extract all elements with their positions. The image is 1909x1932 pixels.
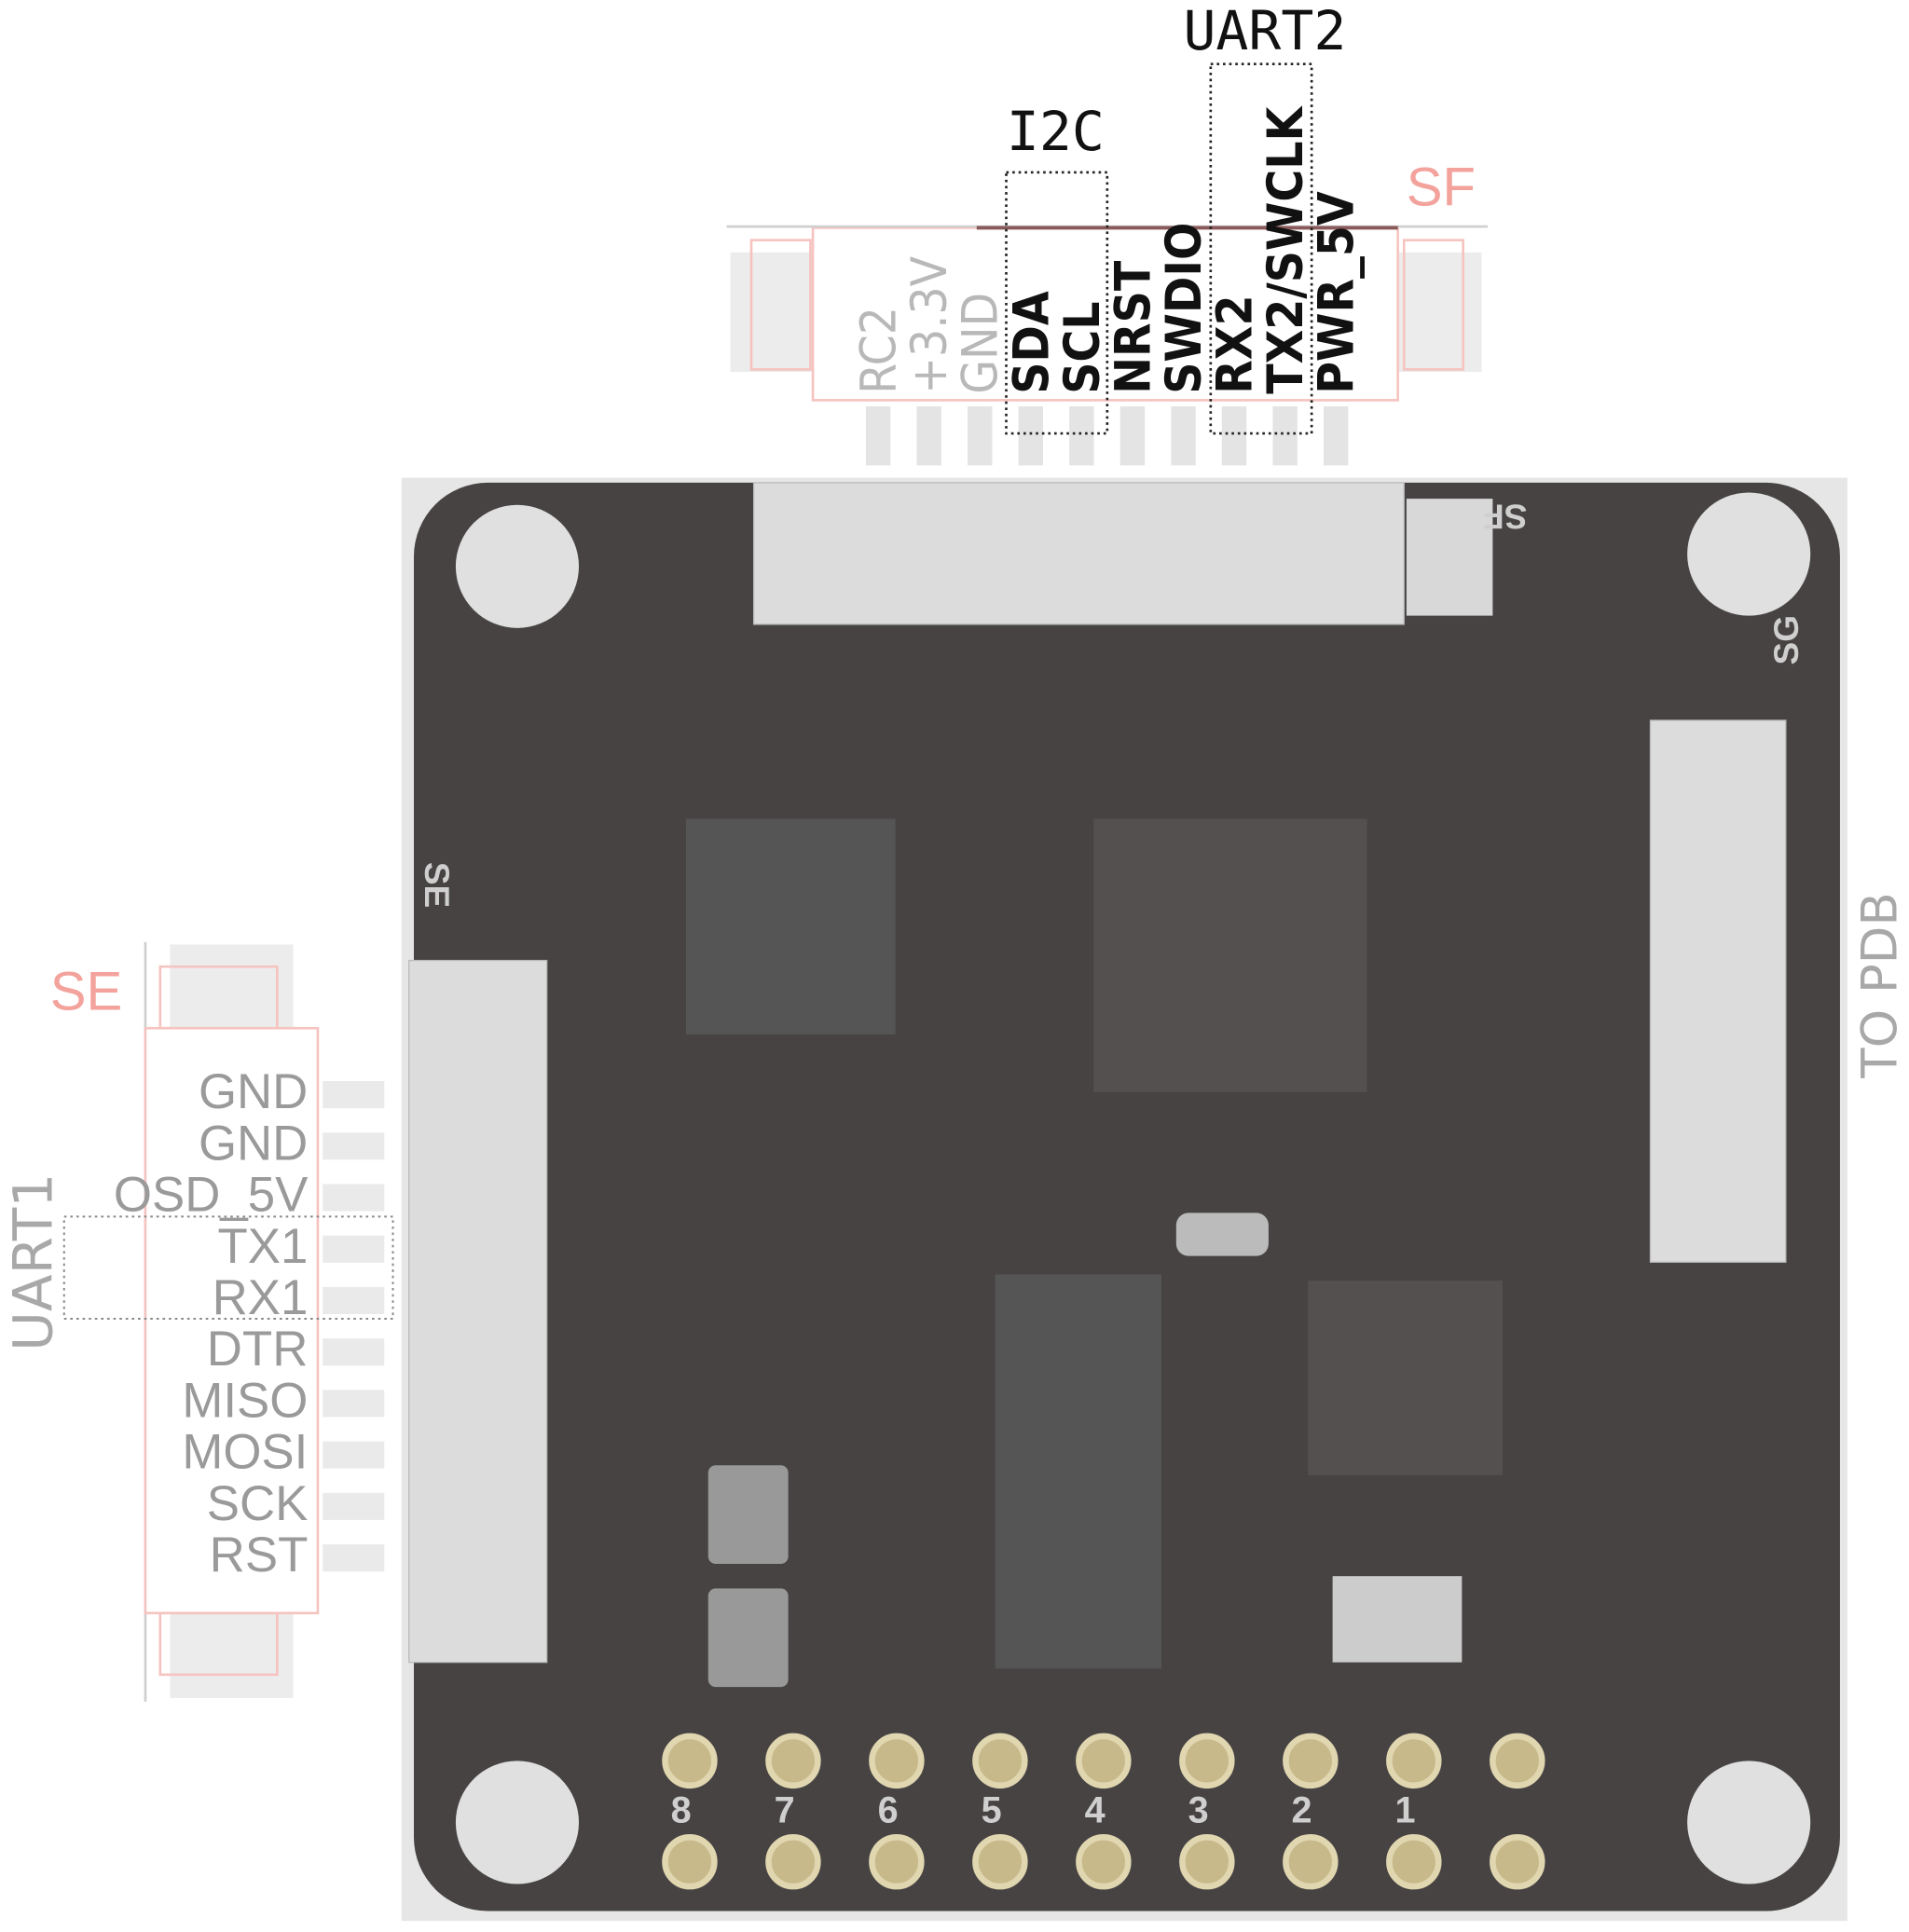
- crystal-small: [1175, 1213, 1269, 1256]
- flight-controller-board: 8 7 6 5 4 3 2 1 SF SG SE: [401, 477, 1847, 1922]
- osd-chip: [1308, 1281, 1503, 1475]
- pad-number: 8: [671, 1789, 692, 1830]
- pad-number: 7: [775, 1789, 795, 1830]
- top-pin-label: TX2/SWCLK: [1257, 104, 1314, 393]
- top-pin-label: +3.3V: [901, 255, 958, 393]
- left-pin-label: RST: [210, 1528, 309, 1583]
- left-pin-label: OSD_5V: [114, 1168, 308, 1223]
- solder-pad: [1179, 1733, 1235, 1789]
- mount-hole: [1687, 1761, 1811, 1884]
- solder-pad: [1076, 1733, 1132, 1789]
- silk-se: SE: [418, 862, 456, 908]
- top-pin-label: SDA: [1003, 291, 1060, 394]
- pad-number: 1: [1395, 1789, 1416, 1830]
- capacitor: [707, 1465, 789, 1564]
- top-pin-labels: RC2+3.3VGNDSDASCLNRSTSWDIORX2TX2/SWCLKPW…: [851, 104, 1366, 393]
- memory-chip: [995, 1274, 1161, 1669]
- mount-hole: [1687, 492, 1811, 616]
- top-pin-label: SWDIO: [1156, 223, 1213, 394]
- solder-pad: [765, 1733, 821, 1789]
- solder-pad: [662, 1833, 718, 1890]
- left-pin-label: TX1: [217, 1219, 308, 1274]
- solder-pad: [1490, 1833, 1545, 1890]
- solder-pad: [1386, 1833, 1442, 1890]
- se-connector-label: SE: [50, 961, 123, 1021]
- top-connector-graphic: [726, 225, 1489, 466]
- uart2-group-box: [1209, 62, 1313, 435]
- pad-number: 2: [1292, 1789, 1312, 1830]
- solder-pad: [1179, 1833, 1235, 1890]
- to-pdb-label: TO PDB: [1852, 892, 1909, 1078]
- left-pin-label: RX1: [213, 1270, 309, 1325]
- pad-number: 3: [1188, 1789, 1209, 1830]
- left-pin-label: DTR: [207, 1322, 309, 1377]
- mcu-chip: [1093, 818, 1367, 1092]
- top-pin-label: GND: [953, 293, 1009, 394]
- pad-number: 6: [878, 1789, 899, 1830]
- solder-pad: [1283, 1833, 1339, 1890]
- capacitor: [707, 1588, 789, 1688]
- cp2102-chip: [685, 818, 896, 1035]
- mount-hole: [455, 1761, 580, 1884]
- left-pin-label: MISO: [182, 1373, 308, 1428]
- left-pin-label: SCK: [207, 1476, 309, 1531]
- solder-pad: [869, 1733, 925, 1789]
- i2c-label: I2C: [1007, 100, 1105, 163]
- uart2-label: UART2: [1183, 0, 1346, 62]
- top-pin-label: RX2: [1207, 295, 1264, 393]
- solder-pad: [1386, 1733, 1442, 1789]
- solder-pad: [972, 1733, 1028, 1789]
- uart1-label: UART1: [2, 1173, 65, 1351]
- pad-number: 4: [1085, 1789, 1106, 1830]
- pad-number: 5: [982, 1789, 1002, 1830]
- solder-pad: [1490, 1733, 1545, 1789]
- mount-hole: [455, 504, 580, 628]
- silk-sg: SG: [1767, 615, 1806, 665]
- solder-pad: [869, 1833, 925, 1890]
- top-pin-label: PWR_5V: [1309, 191, 1366, 394]
- crystal: [1332, 1576, 1463, 1663]
- top-pin-label: SCL: [1054, 301, 1111, 393]
- solder-pad: [1283, 1733, 1339, 1789]
- solder-pad: [1076, 1833, 1132, 1890]
- top-pin-label: RC2: [851, 307, 908, 394]
- left-pin-label: GND: [199, 1116, 308, 1171]
- sf-connector-label: SF: [1407, 158, 1476, 218]
- silk-sf: SF: [1483, 498, 1527, 536]
- left-pin-label: MOSI: [182, 1425, 308, 1480]
- solder-pad: [972, 1833, 1028, 1890]
- top-pin-label: NRST: [1105, 260, 1161, 394]
- solder-pad: [765, 1833, 821, 1890]
- solder-pad: [662, 1733, 718, 1789]
- left-pin-label: GND: [199, 1064, 308, 1119]
- left-connector-graphic: [144, 941, 385, 1702]
